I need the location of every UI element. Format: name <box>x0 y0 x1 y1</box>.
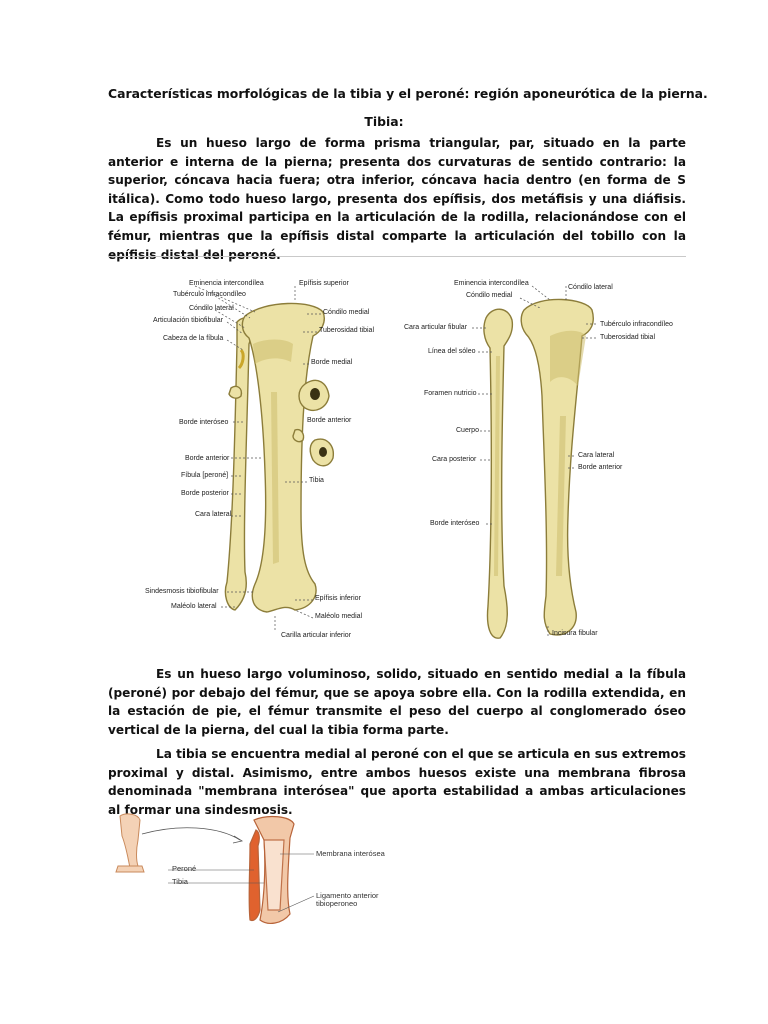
fig1-label-sindesmosis: Sindesmosis tibiofibular <box>145 588 219 595</box>
fig1-label-tuberculo: Tubérculo infracondíleo <box>173 291 246 298</box>
figure-interosseous-membrane: Membrana interósea Peroné Tibia Ligament… <box>108 810 438 932</box>
fig1-label-tibia: Tibia <box>309 477 324 484</box>
fig2-label-eminencia: Eminencia intercondílea <box>454 280 529 287</box>
fig1-label-borde-anterior-l: Borde anterior <box>185 455 230 462</box>
fig1-label-eminencia: Eminencia intercondílea <box>189 280 264 287</box>
fig2-label-tuberosidad: Tuberosidad tibial <box>600 334 655 341</box>
fig1-label-cabeza-fibula: Cabeza de la fíbula <box>163 335 224 342</box>
fig2-label-cara-lateral: Cara lateral <box>578 452 615 459</box>
bone-illustration-lateral <box>472 285 596 639</box>
membrane-illustration <box>115 813 315 924</box>
fig1-label-borde-medial: Borde medial <box>311 359 353 366</box>
fig2-label-borde-interoseo: Borde interóseo <box>430 520 480 527</box>
fig1-label-cara-lateral: Cara lateral <box>195 511 232 518</box>
paragraph-1: Es un hueso largo de forma prisma triang… <box>108 136 686 262</box>
fig1-label-borde-anterior-r: Borde anterior <box>307 417 352 424</box>
fig2-label-borde-anterior: Borde anterior <box>578 464 623 471</box>
fig1-label-tuberosidad: Tuberosidad tibial <box>319 327 374 334</box>
fig1-label-condilo-lateral: Cóndilo lateral <box>189 305 234 312</box>
fig1-label-maleolo-lateral: Maléolo lateral <box>171 603 217 610</box>
divider <box>108 256 686 257</box>
fig2-label-condilo-medial: Cóndilo medial <box>466 292 513 299</box>
paragraph-3: La tibia se encuentra medial al peroné c… <box>108 747 686 817</box>
figure-lateral-view: Eminencia intercondílea Cóndilo medial C… <box>400 276 690 646</box>
fig2-label-incisura: Incisura fibular <box>552 630 598 637</box>
fig1-label-articulacion: Articulación tibiofibular <box>153 317 224 324</box>
fig2-label-cuerpo: Cuerpo <box>456 427 479 434</box>
fig1-label-borde-posterior: Borde posterior <box>181 490 229 497</box>
fig1-label-borde-interoseo: Borde interóseo <box>179 419 229 426</box>
paragraph-2: Es un hueso largo voluminoso, solido, si… <box>108 667 686 737</box>
fig1-label-epifisis-superior: Epífisis superior <box>299 280 349 287</box>
fig2-label-cara-posterior: Cara posterior <box>432 456 477 463</box>
fig3-label-membrana: Membrana interósea <box>316 849 385 858</box>
fig2-label-foramen: Foramen nutricio <box>424 390 477 397</box>
fig2-label-tuberculo: Tubérculo infracondíleo <box>600 321 673 328</box>
fig1-label-condilo-medial: Cóndilo medial <box>323 309 370 316</box>
fig1-label-carilla: Carilla articular inferior <box>281 632 352 639</box>
document-title: Características morfológicas de la tibia… <box>108 86 708 101</box>
fig3-label-ligamento: Ligamento anterior tibioperoneo <box>316 891 379 908</box>
fig1-label-fibula: Fíbula [peroné] <box>181 472 229 479</box>
figure-anterior-view: Eminencia intercondílea Tubérculo infrac… <box>145 272 375 647</box>
fig2-label-condilo-lateral: Cóndilo lateral <box>568 284 613 291</box>
fig2-label-cara-articular: Cara articular fibular <box>404 324 468 331</box>
fig1-label-epifisis-inferior: Epífisis inferior <box>315 595 361 602</box>
bone-illustration-anterior <box>194 285 334 630</box>
fig1-label-maleolo-medial: Maléolo medial <box>315 613 363 620</box>
fig3-label-tibia: Tibia <box>172 877 188 886</box>
fig2-label-linea-soleo: Línea del sóleo <box>428 348 476 355</box>
fig3-label-perone: Peroné <box>172 864 197 873</box>
section-heading: Tibia: <box>364 114 404 129</box>
